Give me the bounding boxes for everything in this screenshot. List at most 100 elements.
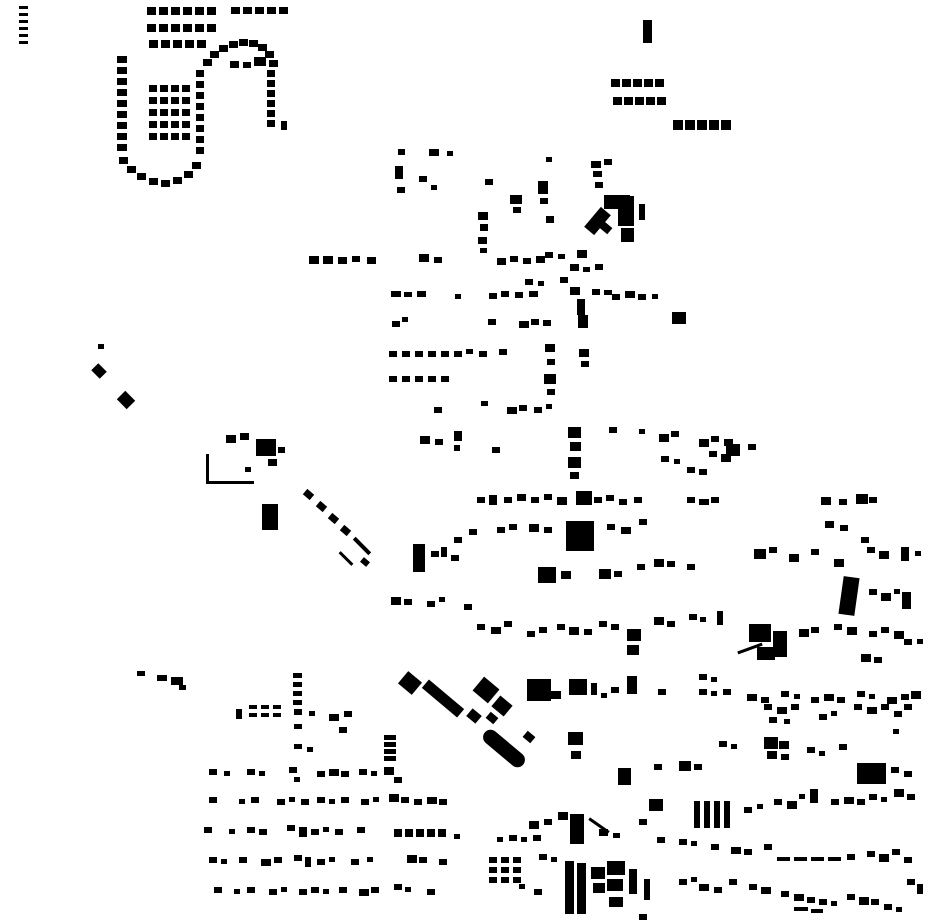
- building-footprint: [907, 879, 915, 885]
- building-footprint: [504, 621, 512, 627]
- building-footprint: [373, 797, 379, 802]
- building-footprint: [539, 854, 547, 860]
- building-footprint: [794, 894, 804, 901]
- building-footprint: [857, 763, 886, 784]
- building-footprint: [901, 547, 909, 561]
- building-footprint: [127, 166, 136, 173]
- building-footprint: [571, 751, 581, 759]
- building-footprint: [294, 709, 302, 715]
- building-footprint: [583, 267, 590, 272]
- building-footprint: [416, 829, 424, 837]
- building-footprint: [389, 794, 399, 802]
- building-footprint: [557, 624, 565, 630]
- building-footprint: [657, 97, 666, 105]
- building-footprint: [119, 157, 128, 164]
- building-footprint: [819, 751, 825, 756]
- building-footprint: [147, 24, 156, 32]
- building-footprint: [497, 258, 506, 265]
- building-footprint: [421, 679, 465, 718]
- building-footprint: [606, 495, 614, 501]
- building-footprint: [869, 694, 875, 699]
- building-footprint: [171, 7, 180, 15]
- building-footprint: [293, 691, 302, 696]
- building-footprint: [207, 24, 216, 32]
- building-footprint: [323, 827, 329, 832]
- building-footprint: [149, 133, 157, 140]
- building-footprint: [149, 97, 157, 104]
- building-footprint: [544, 494, 552, 500]
- building-footprint: [117, 111, 127, 118]
- building-footprint: [831, 711, 837, 716]
- building-footprint: [611, 624, 619, 630]
- building-footprint: [439, 859, 447, 865]
- building-footprint: [117, 89, 127, 96]
- building-footprint: [764, 704, 772, 710]
- building-footprint: [757, 804, 763, 809]
- building-footprint: [478, 237, 487, 244]
- building-footprint: [607, 861, 625, 875]
- building-footprint: [182, 97, 190, 104]
- building-footprint: [196, 92, 204, 99]
- building-footprint: [497, 837, 503, 842]
- building-footprint: [391, 597, 401, 605]
- building-footprint: [551, 691, 561, 699]
- building-footprint: [485, 179, 493, 185]
- building-footprint: [544, 374, 556, 384]
- building-footprint: [384, 767, 394, 775]
- building-footprint: [171, 85, 179, 92]
- building-footprint: [499, 349, 507, 355]
- building-footprint: [747, 694, 757, 701]
- building-footprint: [729, 879, 737, 885]
- building-footprint: [401, 797, 409, 803]
- building-footprint: [160, 133, 168, 140]
- building-footprint: [570, 264, 579, 271]
- building-footprint: [402, 317, 408, 322]
- building-footprint: [293, 673, 302, 678]
- building-footprint: [249, 705, 257, 709]
- building-footprint: [239, 857, 247, 863]
- building-footprint: [699, 499, 709, 505]
- building-footprint: [867, 707, 877, 714]
- building-footprint: [171, 24, 180, 32]
- building-footprint: [279, 7, 288, 14]
- building-footprint: [447, 151, 453, 156]
- building-footprint: [591, 683, 597, 695]
- building-footprint: [560, 277, 568, 283]
- building-footprint: [781, 891, 789, 897]
- building-footprint: [519, 884, 525, 889]
- building-footprint: [359, 769, 367, 775]
- building-footprint: [344, 711, 352, 717]
- building-footprint: [576, 491, 592, 505]
- building-footprint: [544, 527, 552, 533]
- building-footprint: [861, 537, 869, 543]
- building-footprint: [869, 589, 877, 595]
- building-footprint: [726, 444, 740, 456]
- building-footprint: [689, 614, 697, 620]
- building-footprint: [839, 744, 847, 750]
- building-footprint: [489, 495, 497, 505]
- building-footprint: [544, 819, 552, 825]
- building-footprint: [568, 457, 581, 468]
- building-footprint: [577, 250, 587, 258]
- building-footprint: [439, 799, 447, 805]
- building-footprint: [644, 79, 653, 87]
- building-footprint: [255, 7, 264, 14]
- building-footprint: [454, 834, 460, 839]
- building-footprint: [839, 499, 847, 505]
- building-footprint: [639, 819, 647, 825]
- building-footprint: [694, 801, 700, 828]
- building-footprint: [394, 884, 402, 890]
- building-footprint: [267, 100, 275, 107]
- building-footprint: [429, 149, 439, 156]
- building-footprint: [491, 627, 501, 634]
- building-footprint: [317, 771, 325, 777]
- building-footprint: [427, 829, 435, 837]
- building-footprint: [209, 797, 217, 803]
- building-footprint: [478, 212, 488, 220]
- building-footprint: [547, 359, 555, 365]
- building-footprint: [427, 889, 435, 895]
- building-footprint: [635, 97, 644, 105]
- building-footprint: [415, 376, 423, 382]
- building-footprint: [691, 877, 697, 882]
- building-footprint: [625, 291, 635, 298]
